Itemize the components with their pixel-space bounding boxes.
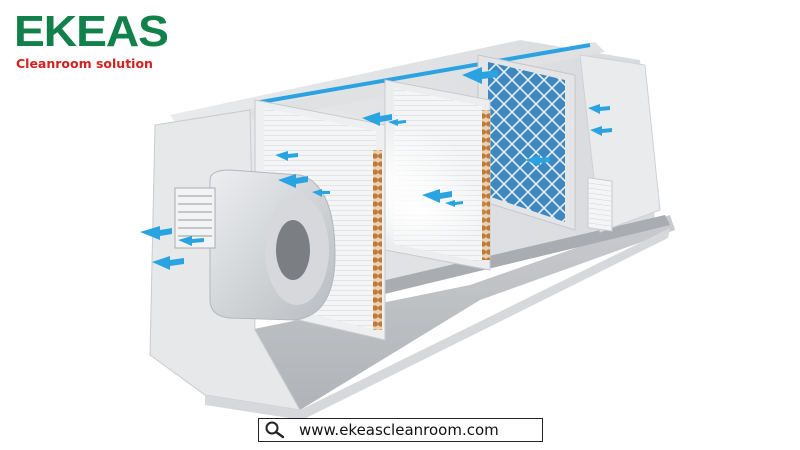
arrow-icon <box>422 189 452 203</box>
search-icon <box>259 419 291 441</box>
website-url-box[interactable]: www.ekeascleanroom.com <box>258 418 543 442</box>
arrow-icon <box>178 236 204 246</box>
bag-filter <box>477 54 576 231</box>
website-url[interactable]: www.ekeascleanroom.com <box>299 421 499 439</box>
arrow-icon <box>278 174 308 188</box>
arrow-icon <box>445 200 463 207</box>
arrow-icon <box>525 155 550 166</box>
arrow-icon <box>388 119 406 126</box>
arrow-icon <box>588 104 610 114</box>
arrow-icon <box>590 126 612 136</box>
arrow-icon <box>312 189 330 197</box>
centrifugal-fan <box>174 169 336 321</box>
arrow-icon <box>462 67 498 84</box>
arrow-icon <box>362 112 392 126</box>
arrow-icon <box>275 151 298 161</box>
arrow-icon <box>152 256 184 270</box>
brand-name: EKEAS <box>14 7 169 56</box>
arrow-icon <box>140 226 172 240</box>
brand-tagline: Cleanroom solution <box>16 56 153 71</box>
brand-logo: EKEAS Cleanroom solution <box>14 8 169 72</box>
airflow-arrows <box>140 67 612 270</box>
